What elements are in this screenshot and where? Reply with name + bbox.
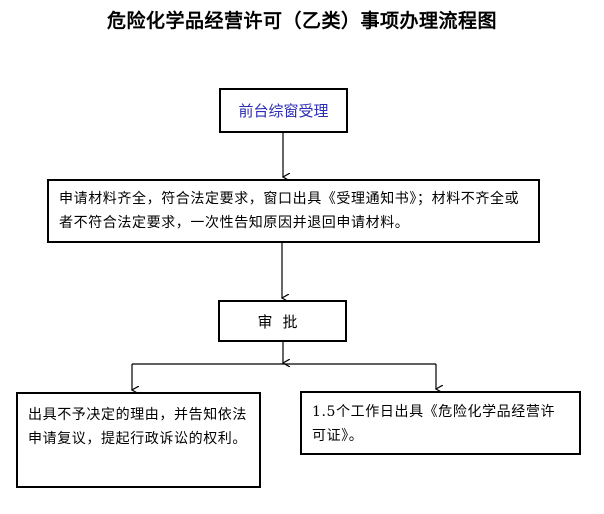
node-review: 审批 bbox=[218, 300, 347, 342]
node-review-label: 审批 bbox=[257, 312, 308, 331]
node-materials-check-label: 申请材料齐全，符合法定要求，窗口出具《受理通知书》；材料不齐全或者不符合法定要求… bbox=[59, 191, 520, 231]
node-approve: 1.5个工作日出具《危险化学品经营许可证》。 bbox=[300, 391, 581, 455]
node-reject: 出具不予决定的理由，并告知依法申请复议，提起行政诉讼的权利。 bbox=[16, 392, 261, 488]
node-materials-check: 申请材料齐全，符合法定要求，窗口出具《受理通知书》；材料不齐全或者不符合法定要求… bbox=[47, 179, 540, 243]
node-front-desk: 前台综窗受理 bbox=[219, 88, 348, 133]
node-front-desk-label: 前台综窗受理 bbox=[238, 102, 329, 120]
node-approve-label: 1.5个工作日出具《危险化学品经营许可证》。 bbox=[312, 404, 556, 444]
page-title: 危险化学品经营许可（乙类）事项办理流程图 bbox=[106, 10, 497, 32]
node-reject-label: 出具不予决定的理由，并告知依法申请复议，提起行政诉讼的权利。 bbox=[28, 407, 247, 447]
